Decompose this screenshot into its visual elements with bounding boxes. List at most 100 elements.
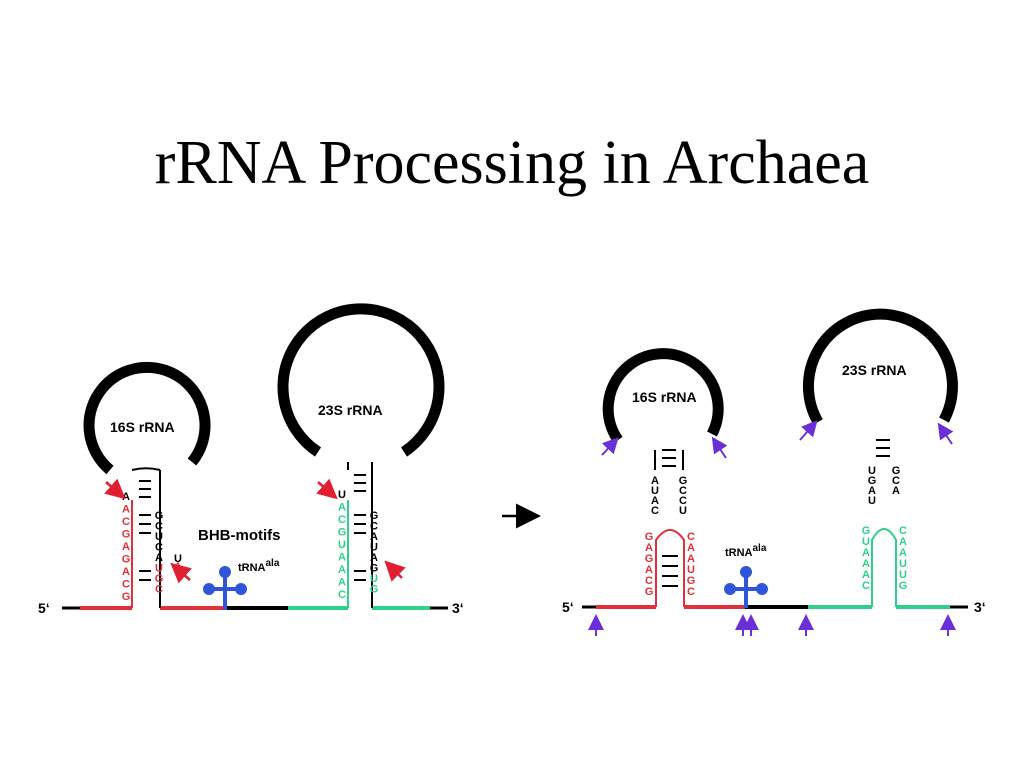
nucleotide: A [651,475,659,487]
left-trna-cross-icon [203,566,247,610]
nucleotide: A [892,485,900,497]
nucleotide: A [862,547,870,559]
right-backbone-cleavage-arrows [588,614,956,636]
left-23s-cleave-arrow-bottom [384,560,406,582]
nucleotide: C [899,525,907,537]
nucleotide: A [862,558,870,570]
nucleotide: C [338,589,346,601]
nucleotide: G [370,584,379,596]
nucleotide: A [645,542,653,554]
right-trna-cross-icon [724,566,768,608]
nucleotide: G [892,465,901,477]
left-16s-loop-thick [83,361,211,475]
nucleotide: A [370,552,378,564]
nucleotide: G [862,525,871,537]
nucleotide: C [892,475,900,487]
nucleotide: C [338,514,346,526]
nucleotide: U [899,558,907,570]
nucleotide: A [868,485,876,497]
nucleotide: G [687,575,696,587]
nucleotide: G [679,475,688,487]
nucleotide: G [645,553,654,565]
right-23s-basepairs [876,439,890,457]
nucleotide: U [862,536,870,548]
nucleotide: G [155,510,164,522]
nucleotide: G [868,475,877,487]
nucleotide: A [122,504,130,516]
left-16s-cleave-arrow-top [104,478,126,500]
left-16s-loop-thin [131,467,161,471]
left-23s-basepairs [354,474,366,581]
left-23s-loop-thin [347,462,373,470]
right-16s-loop-thick [602,348,724,444]
nucleotide: C [155,584,163,596]
nucleotide: U [868,465,876,477]
right-23s-loop-arrow-left [799,420,818,441]
nucleotide: G [645,586,654,598]
nucleotide: G [338,527,347,539]
nucleotide: C [122,516,130,528]
nucleotide: G [370,563,379,575]
right-23s-loop-arrow-right [937,422,954,445]
nucleotide: C [679,495,687,507]
right-16s-hairpin-strand [655,529,685,607]
left-16s-basepairs [139,480,151,581]
nucleotide: U [338,489,346,501]
right-23s-tail-right-bases: GCA [892,465,901,497]
nucleotide: U [868,495,876,507]
left-trna-label: tRNAala [238,558,280,574]
nucleotide: A [899,536,907,548]
nucleotide: C [155,542,163,554]
nucleotide: C [687,586,695,598]
nucleotide: A [338,502,346,514]
nucleotide: G [645,531,654,543]
nucleotide: G [370,510,379,522]
right-three-prime-label: 3‘ [974,599,986,615]
nucleotide: C [645,575,653,587]
right-16s-loop-arrow-left [601,437,619,456]
right-16s-hairpin-basepairs [662,555,678,587]
nucleotide: U [370,573,378,585]
left-five-prime-label: 5‘ [38,600,50,616]
nucleotide: A [651,495,659,507]
nucleotide: A [687,553,695,565]
nucleotide: C [862,580,870,592]
nucleotide: C [679,485,687,497]
nucleotide: G [122,529,131,541]
right-23s-loop-label: 23S rRNA [842,362,907,378]
right-23s-loop-thick [802,308,958,425]
nucleotide: A [122,491,130,503]
nucleotide: A [899,547,907,559]
nucleotide: A [370,531,378,543]
nucleotide: U [155,531,163,543]
nucleotide: U [155,563,163,575]
nucleotide: C [155,521,163,533]
nucleotide: C [687,531,695,543]
right-trna-label: tRNAala [725,543,767,559]
nucleotide: A [687,542,695,554]
nucleotide: U [899,569,907,581]
right-23s-hairpin-strand [871,528,897,607]
nucleotide: A [862,569,870,581]
nucleotide: G [155,573,164,585]
nucleotide: A [155,552,163,564]
nucleotide: G [122,554,131,566]
right-16s-loop-arrow-right [711,436,728,459]
left-16s-loop-label: 16S rRNA [110,419,175,435]
right-five-prime-label: 5‘ [562,599,574,615]
left-23s-cleave-arrow-top [316,478,338,500]
nucleotide: C [122,579,130,591]
